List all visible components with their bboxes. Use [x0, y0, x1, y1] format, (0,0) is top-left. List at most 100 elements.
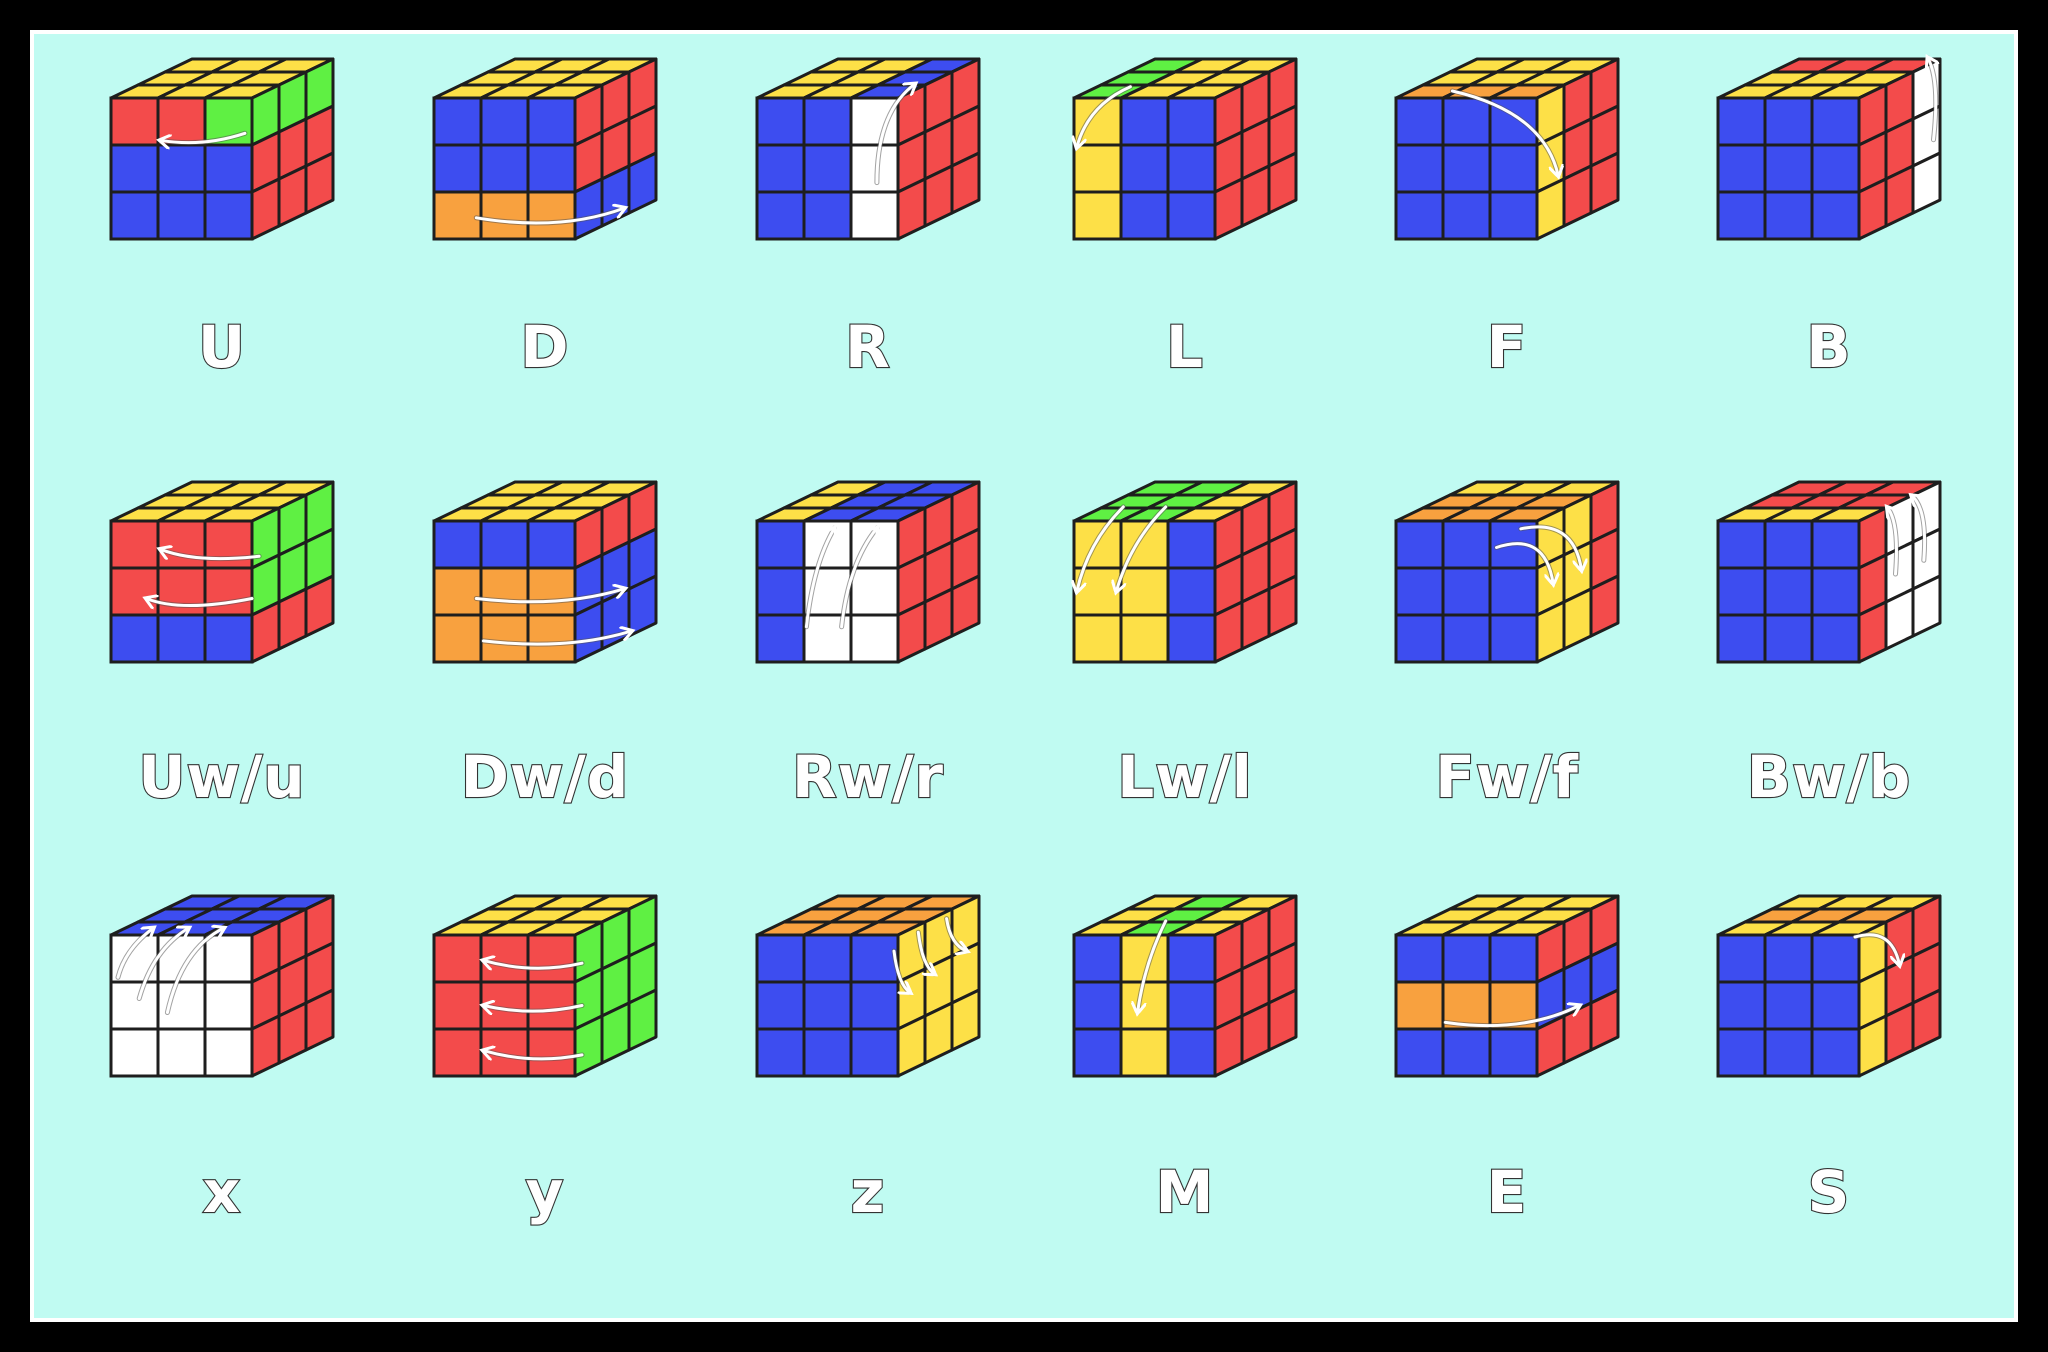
sticker-blue: [755, 980, 806, 1031]
sticker-blue: [755, 190, 806, 241]
sticker-blue: [849, 980, 900, 1031]
sticker-blue: [1441, 190, 1492, 241]
sticker-yellow: [1119, 566, 1170, 617]
cube-16: [1072, 894, 1298, 1078]
sticker-orange: [479, 190, 530, 241]
move-label: Fw/f: [1435, 743, 1579, 811]
sticker-blue: [627, 151, 658, 215]
sticker-blue: [526, 96, 577, 147]
sticker-red: [432, 980, 483, 1031]
sticker-blue: [1488, 566, 1539, 617]
rotation-arrow-icon: [1519, 525, 1582, 570]
sticker-red: [526, 1027, 577, 1078]
sticker-blue: [1394, 566, 1445, 617]
sticker-yellow: [1072, 613, 1123, 664]
sticker-yellow: [1119, 980, 1170, 1031]
sticker-blue: [1716, 933, 1767, 984]
sticker-blue: [755, 96, 806, 147]
sticker-blue: [755, 519, 806, 570]
sticker-blue: [1763, 1027, 1814, 1078]
sticker-blue: [479, 96, 530, 147]
move-label: F: [1487, 313, 1528, 381]
move-label: Bw/b: [1747, 743, 1912, 811]
right-face: [1535, 894, 1620, 1078]
sticker-red: [479, 933, 530, 984]
cube-10: [1072, 480, 1298, 664]
rotation-arrow-icon: [483, 1051, 584, 1059]
sticker-blue: [1441, 933, 1492, 984]
sticker-blue: [627, 574, 658, 638]
sticker-blue: [1488, 613, 1539, 664]
sticker-red: [304, 151, 335, 215]
rotation-arrow-icon: [1853, 933, 1900, 965]
sticker-blue: [1763, 143, 1814, 194]
cube-4: [1072, 57, 1298, 241]
sticker-orange: [479, 613, 530, 664]
sticker-blue: [1716, 190, 1767, 241]
sticker-blue: [1763, 566, 1814, 617]
sticker-blue: [802, 143, 853, 194]
move-label: E: [1487, 1158, 1528, 1226]
sticker-white: [1911, 151, 1942, 215]
sticker-blue: [802, 190, 853, 241]
rotation-arrow-icon: [945, 917, 967, 952]
rotation-arrow-icon: [481, 631, 631, 646]
sticker-blue: [1166, 143, 1217, 194]
sticker-blue: [1119, 143, 1170, 194]
right-face: [1213, 57, 1298, 241]
sticker-yellow: [1072, 143, 1123, 194]
sticker-blue: [1119, 96, 1170, 147]
sticker-blue: [1810, 933, 1861, 984]
sticker-blue: [432, 96, 483, 147]
sticker-blue: [109, 143, 160, 194]
sticker-blue: [1166, 566, 1217, 617]
sticker-blue: [1441, 519, 1492, 570]
front-face: [1394, 519, 1539, 664]
sticker-white: [1911, 574, 1942, 638]
sticker-blue: [1716, 96, 1767, 147]
sticker-red: [526, 980, 577, 1031]
right-face: [1857, 894, 1942, 1078]
sticker-red: [526, 933, 577, 984]
sticker-blue: [1441, 566, 1492, 617]
sticker-blue: [1166, 96, 1217, 147]
cube-2: [432, 57, 658, 241]
sticker-blue: [1716, 1027, 1767, 1078]
sticker-blue: [802, 1027, 853, 1078]
sticker-blue: [1810, 519, 1861, 570]
sticker-red: [156, 519, 207, 570]
sticker-red: [1267, 574, 1298, 638]
rotation-arrow-icon: [1912, 496, 1927, 562]
sticker-blue: [1488, 1027, 1539, 1078]
front-face: [109, 933, 254, 1078]
sticker-blue: [1441, 613, 1492, 664]
front-face: [1716, 96, 1861, 241]
rotation-arrow-icon: [1928, 58, 1936, 142]
sticker-blue: [1166, 190, 1217, 241]
sticker-blue: [1441, 1027, 1492, 1078]
sticker-red: [156, 566, 207, 617]
top-face: [755, 480, 981, 523]
top-face: [432, 894, 658, 937]
sticker-blue: [526, 143, 577, 194]
top-face: [432, 57, 658, 100]
front-face: [1716, 933, 1861, 1078]
sticker-blue: [156, 143, 207, 194]
sticker-blue: [156, 613, 207, 664]
cube-13: [109, 894, 335, 1078]
sticker-red: [109, 566, 160, 617]
sticker-orange: [479, 566, 530, 617]
sticker-white: [849, 613, 900, 664]
right-face: [573, 57, 658, 241]
cube-15: [755, 894, 981, 1078]
sticker-blue: [1488, 143, 1539, 194]
sticker-blue: [1441, 96, 1492, 147]
sticker-blue: [1810, 190, 1861, 241]
sticker-white: [203, 1027, 254, 1078]
sticker-red: [156, 96, 207, 147]
right-face: [1213, 894, 1298, 1078]
sticker-blue: [1394, 190, 1445, 241]
rotation-arrow-icon: [1450, 89, 1558, 176]
rotation-arrow-icon: [840, 528, 877, 629]
sticker-blue: [1810, 143, 1861, 194]
